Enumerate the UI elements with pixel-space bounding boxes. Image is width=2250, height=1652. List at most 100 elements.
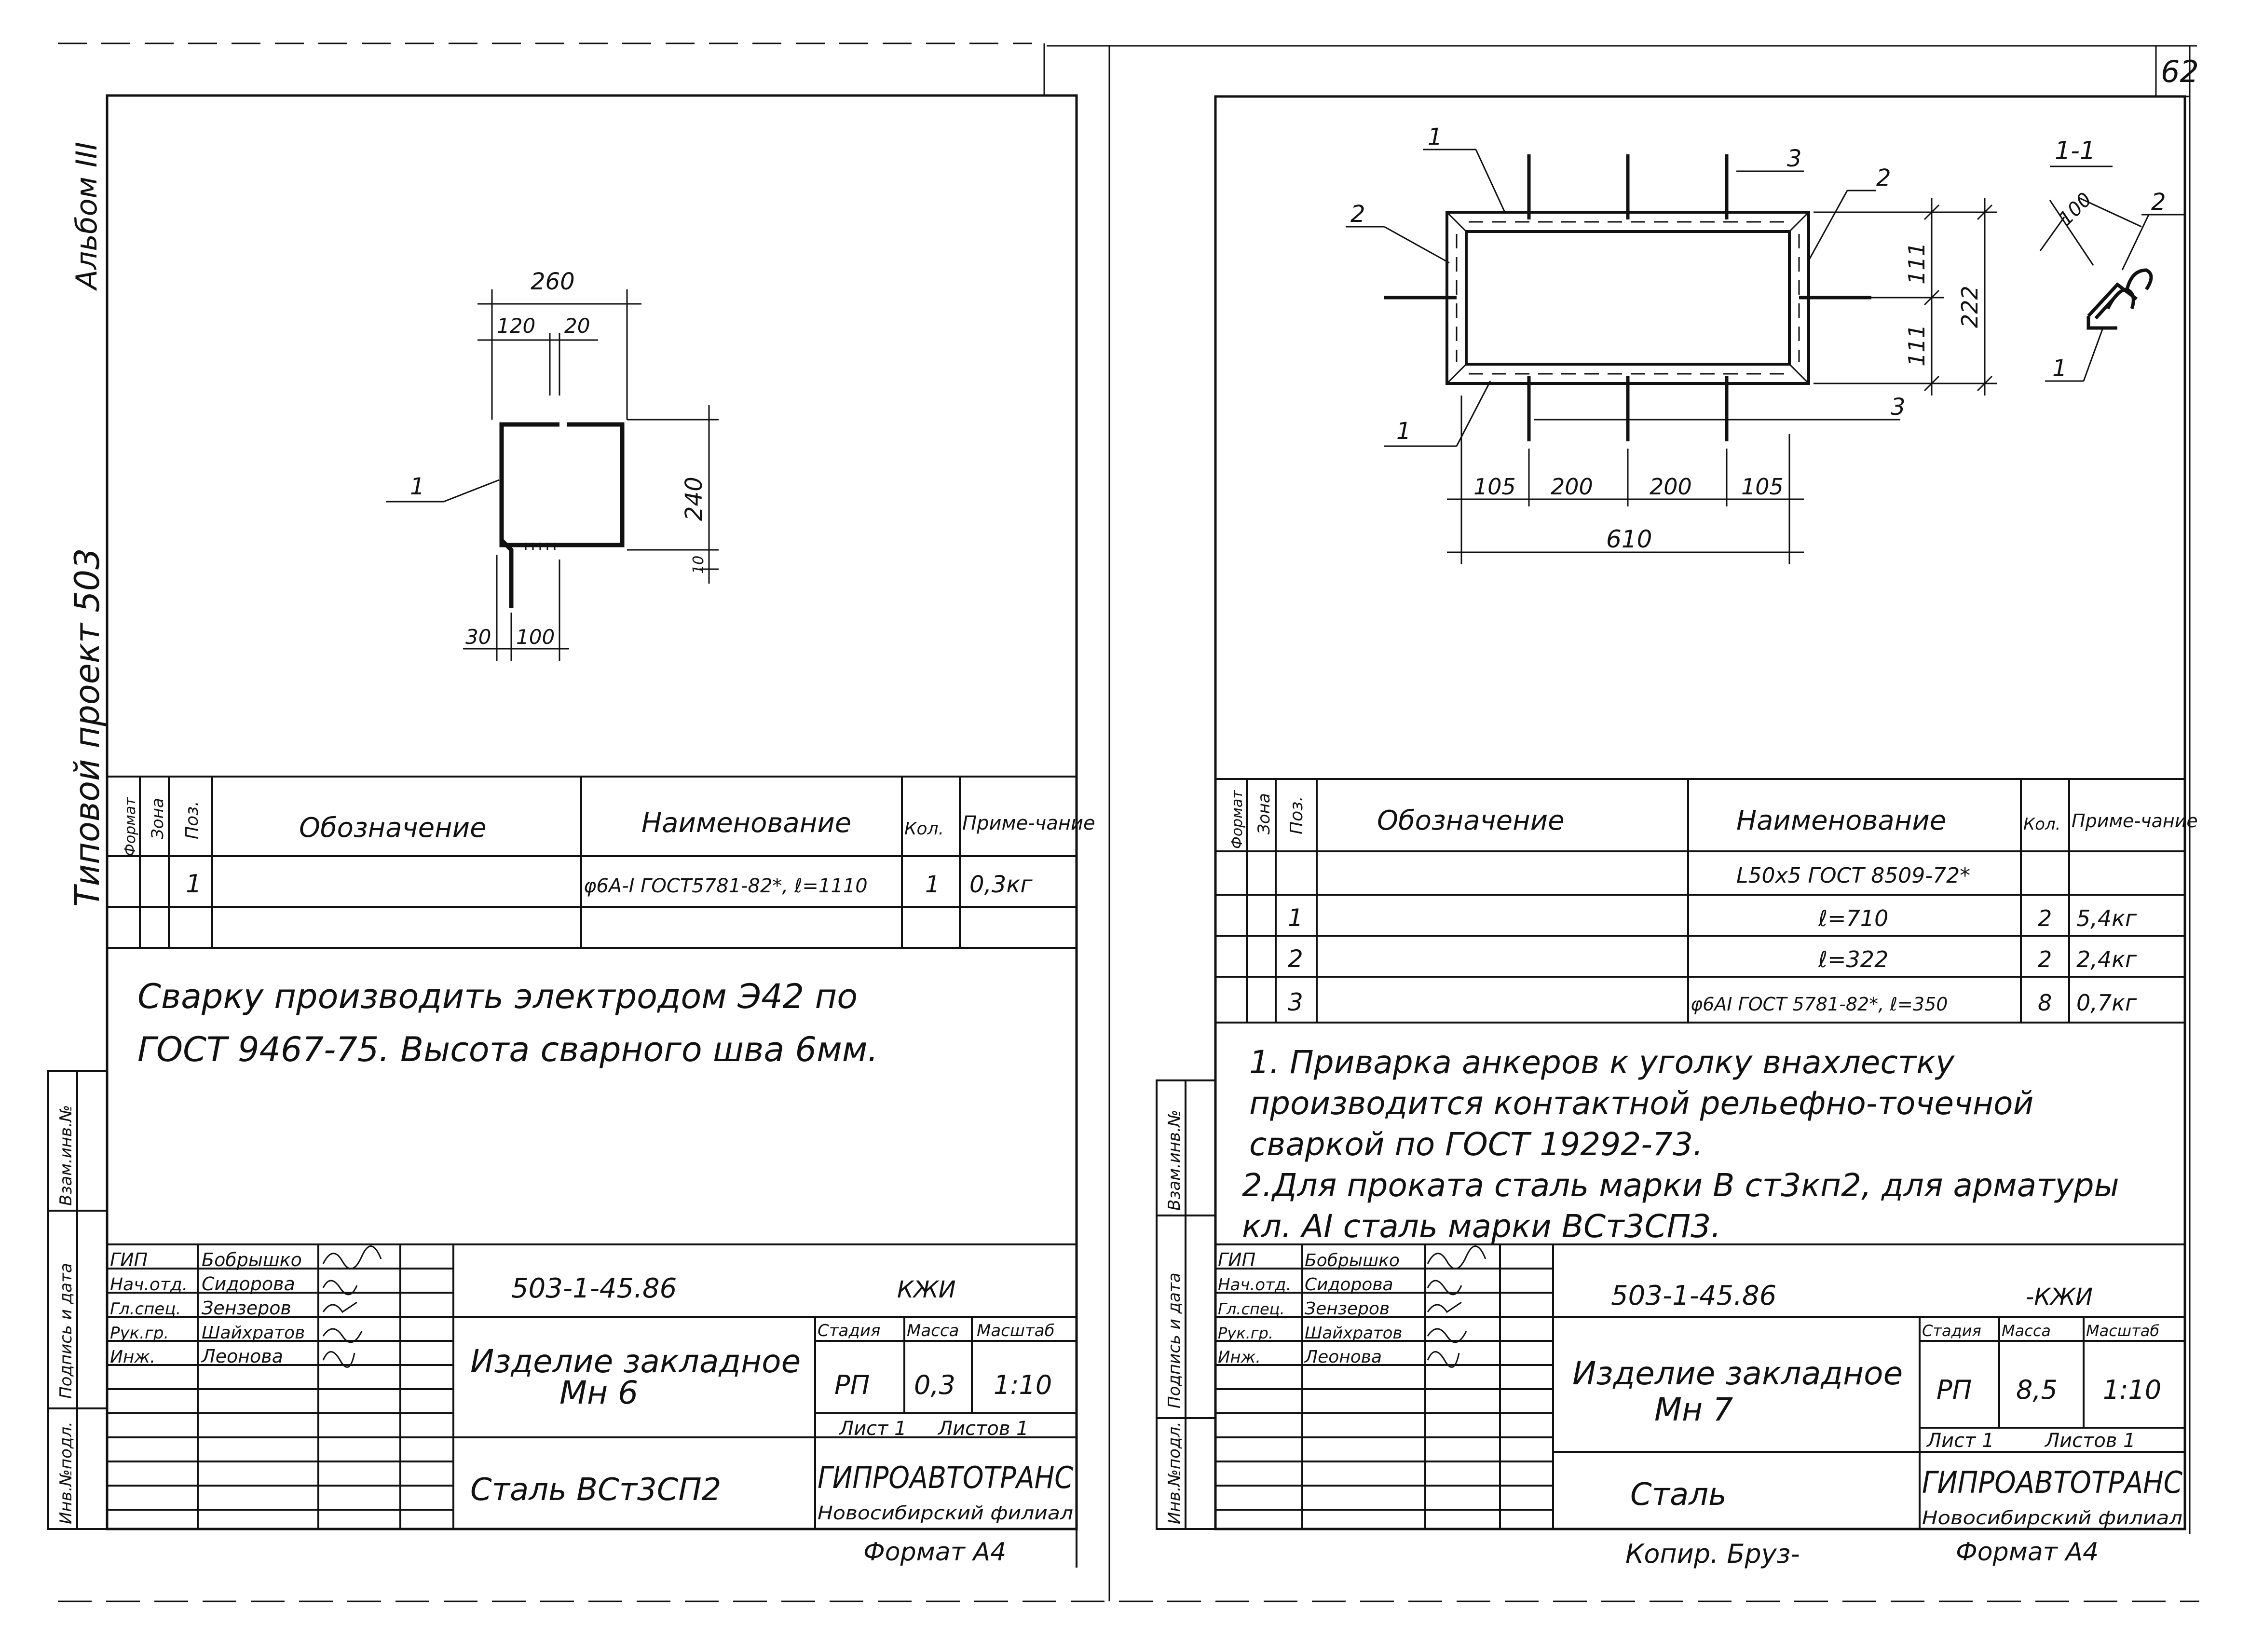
- dim-260: 260: [531, 268, 575, 295]
- left-note-line-1: Сварку производить электродом Э42 по: [137, 977, 858, 1016]
- left-stage-header: Стадия: [818, 1321, 880, 1340]
- right-name-1: Бобрышко: [1305, 1251, 1400, 1270]
- right-roles: ГИП Нач.отд. Гл.спец. Рук.гр. Инж. Бобры…: [1218, 1249, 1402, 1367]
- left-signatures: [322, 1245, 382, 1368]
- margin-label-inv-right: Инв.№подл.: [1165, 1421, 1184, 1524]
- right-row-2-name: ℓ=710: [1818, 905, 1888, 931]
- left-format: Формат А4: [863, 1538, 1006, 1567]
- right-row-3-note: 2,4кг: [2076, 946, 2137, 972]
- left-org: ГИПРОАВТОТРАНС: [818, 1460, 1074, 1495]
- right-role-inzh: Инж.: [1218, 1348, 1261, 1367]
- margin-label-inv-left: Инв.№подл.: [56, 1421, 76, 1524]
- right-stage-header: Стадия: [1922, 1322, 1981, 1340]
- left-roles: ГИП Нач.отд. Гл.спец. Рук.гр. Инж. Бобры…: [110, 1249, 305, 1367]
- margin-label-replace-right: Взам.инв.№: [1165, 1110, 1184, 1211]
- left-role-rukgr: Рук.гр.: [110, 1324, 169, 1343]
- dim-222: 222: [1957, 286, 1983, 328]
- leader-1-top: 1: [1428, 123, 1443, 150]
- right-spec-table: [1215, 778, 2185, 1024]
- right-role-glspec: Гл.спец.: [1218, 1300, 1285, 1318]
- right-spec-rows: L50x5 ГОСТ 8509-72* 1 ℓ=710 2 5,4кг 2 ℓ=…: [1288, 863, 2137, 1016]
- right-hdr-qty: Кол.: [2023, 815, 2060, 834]
- left-title-block: [107, 1243, 1077, 1529]
- dim-10: 10: [690, 556, 707, 574]
- dim-30: 30: [465, 625, 491, 649]
- right-role-rukgr: Рук.гр.: [1218, 1324, 1273, 1342]
- dim-105-left: 105: [1473, 474, 1516, 500]
- left-role-gip: ГИП: [110, 1249, 148, 1270]
- right-hdr-note: Приме-чание: [2072, 810, 2198, 832]
- pos-leader-1: 1: [410, 473, 425, 500]
- dim-240: 240: [681, 477, 708, 521]
- left-row-pos: 1: [186, 870, 202, 899]
- left-role-inzh: Инж.: [110, 1347, 155, 1367]
- left-mass-header: Масса: [907, 1321, 959, 1340]
- right-row-3-qty: 2: [2038, 946, 2052, 972]
- right-title-2: Мн 7: [1654, 1391, 1733, 1428]
- left-material: Сталь ВСт3СП2: [470, 1472, 721, 1508]
- right-role-gip: ГИП: [1218, 1249, 1255, 1270]
- right-org: ГИПРОАВТОТРАНС: [1922, 1465, 2183, 1500]
- section-label: 1-1: [2055, 137, 2096, 165]
- leader-2-left: 2: [1350, 201, 1365, 228]
- right-title-block: [1215, 1243, 2185, 1529]
- right-scale-header: Масштаб: [2086, 1322, 2159, 1340]
- left-hdr-format: Формат: [122, 797, 139, 856]
- left-role-glspec: Гл.спец.: [110, 1299, 181, 1319]
- left-name-5: Леонова: [201, 1346, 283, 1367]
- left-row-name: φ6A-I ГОСТ5781-82*, ℓ=1110: [584, 875, 868, 897]
- section-leader-2: 2: [2151, 189, 2166, 216]
- section-leader-1: 1: [2052, 355, 2067, 382]
- dim-20: 20: [564, 314, 590, 338]
- right-row-4-qty: 8: [2038, 990, 2052, 1016]
- right-row-4-note: 0,7кг: [2076, 990, 2137, 1016]
- dim-100: 100: [516, 625, 555, 649]
- right-hdr-zone: Зона: [1255, 793, 1274, 834]
- left-stage: РП: [834, 1370, 870, 1400]
- left-role-nach: Нач.отд.: [110, 1275, 188, 1295]
- left-hdr-designation: Обозначение: [299, 812, 487, 844]
- dim-610: 610: [1606, 525, 1652, 553]
- left-hdr-qty: Кол.: [904, 819, 944, 839]
- right-mark: -КЖИ: [2026, 1283, 2093, 1311]
- dim-200-first: 200: [1551, 474, 1593, 500]
- left-row-note: 0,3кг: [969, 871, 1033, 898]
- right-note-line-2: производится контактной рельефно-точечно…: [1249, 1085, 2033, 1122]
- right-format: Формат А4: [1956, 1538, 2099, 1567]
- right-name-4: Шайхратов: [1305, 1324, 1402, 1343]
- right-mass: 8,5: [2016, 1375, 2058, 1405]
- dim-120: 120: [497, 314, 535, 338]
- left-mark: КЖИ: [897, 1276, 956, 1303]
- left-hdr-pos: Поз.: [182, 801, 202, 839]
- left-name-2: Сидорова: [202, 1273, 295, 1295]
- dim-111-top: 111: [1904, 242, 1930, 285]
- right-note-line-1: 1. Приварка анкеров к уголку внахлестку: [1249, 1044, 1955, 1081]
- right-hdr-name: Наименование: [1736, 805, 1946, 836]
- left-row-qty: 1: [925, 871, 940, 898]
- leader-1-bottom: 1: [1396, 418, 1411, 445]
- margin-label-sign-right: Подпись и дата: [1165, 1272, 1184, 1408]
- left-sheets-total: Листов 1: [937, 1418, 1029, 1440]
- right-row-3-pos: 2: [1288, 945, 1303, 973]
- right-row-3-name: ℓ=322: [1818, 946, 1888, 972]
- right-note-line-3: сваркой по ГОСТ 19292-73.: [1249, 1126, 1703, 1163]
- right-sheets-total: Листов 1: [2044, 1430, 2136, 1452]
- right-stage: РП: [1936, 1375, 1972, 1405]
- right-note-line-4: 2.Для проката сталь марки В ст3кп2, для …: [1242, 1167, 2119, 1204]
- dim-111-bottom: 111: [1904, 324, 1930, 367]
- left-name-4: Шайхратов: [202, 1323, 305, 1343]
- right-row-2-pos: 1: [1288, 904, 1303, 932]
- left-part-drawing: 260 120 20 240 10 30 100 1: [386, 268, 719, 661]
- right-signatures: [1427, 1245, 1486, 1368]
- right-note-line-5: кл. АI сталь марки ВСт3СП3.: [1242, 1208, 1721, 1245]
- left-scale: 1:10: [994, 1370, 1052, 1400]
- right-hdr-designation: Обозначение: [1377, 805, 1565, 836]
- left-scale-header: Масштаб: [977, 1321, 1055, 1340]
- left-hdr-note: Приме-чание: [962, 812, 1095, 834]
- right-role-nach: Нач.отд.: [1218, 1275, 1291, 1295]
- copy-note: Копир. Бруз-: [1625, 1539, 1800, 1569]
- left-code: 503-1-45.86: [511, 1273, 677, 1304]
- left-note-line-2: ГОСТ 9467-75. Высота сварного шва 6мм.: [137, 1030, 878, 1069]
- left-title-2: Мн 6: [559, 1374, 638, 1411]
